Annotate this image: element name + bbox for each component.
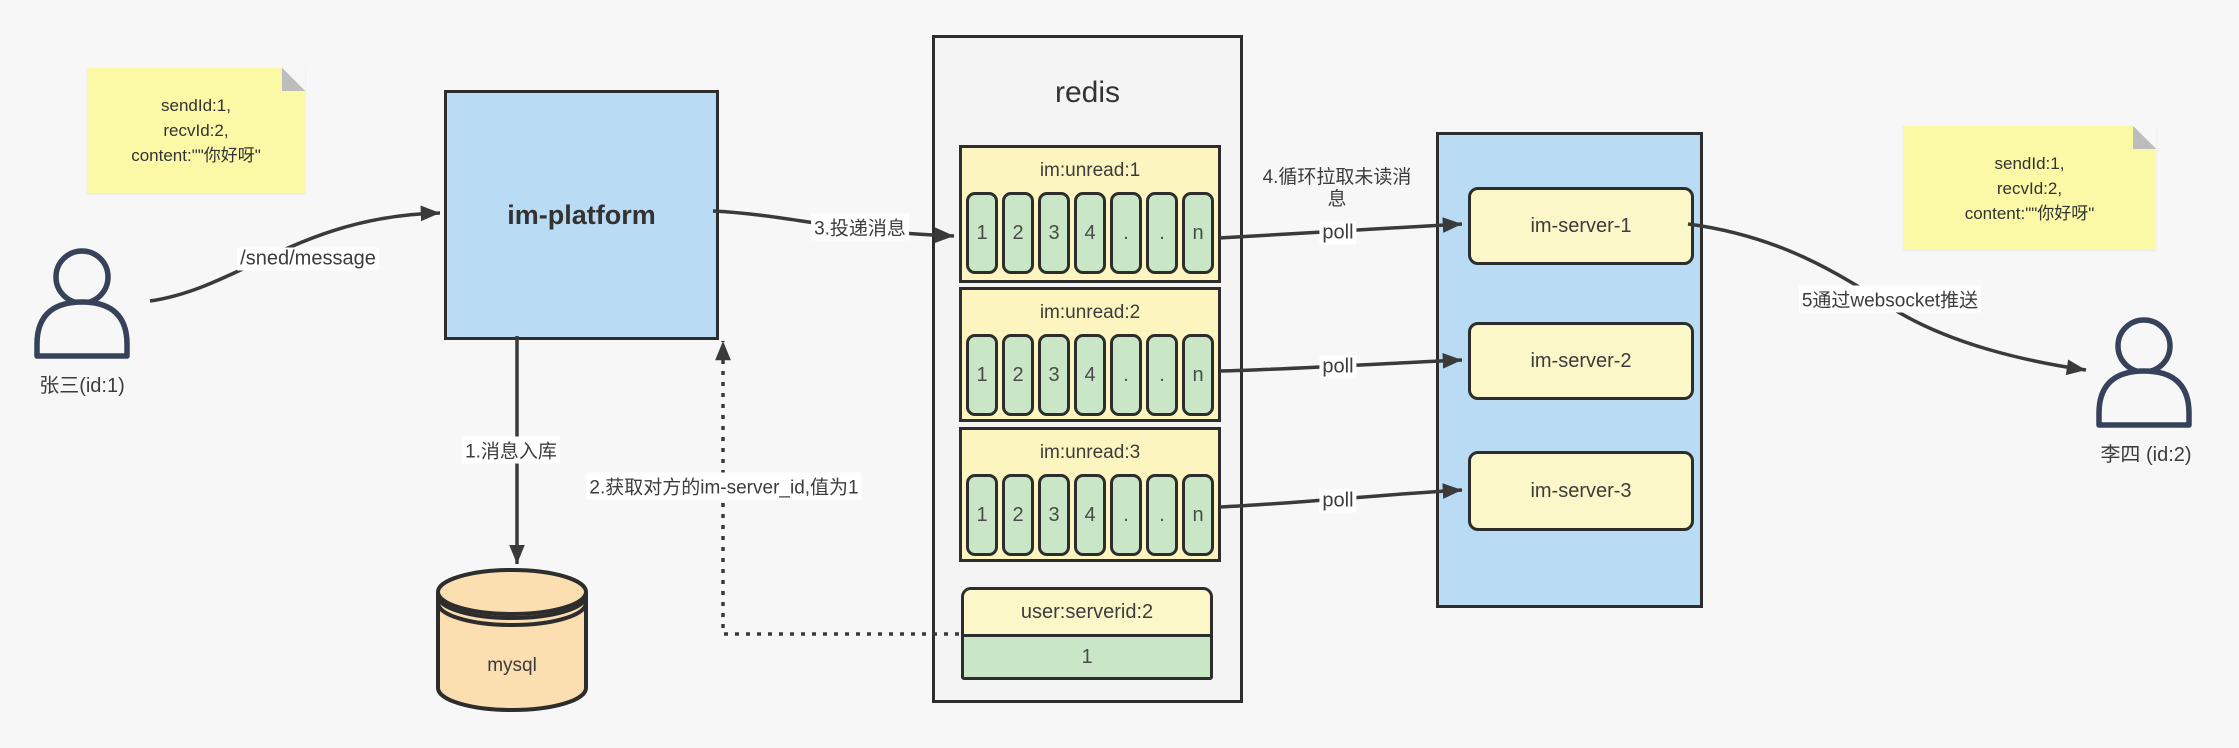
receiver-label: 李四 (id:2) [2100,444,2192,466]
note-line: recvId:2, [1996,178,2063,198]
queue-title: im:unread:1 [1039,160,1141,181]
step4-label: 4.循环拉取未读消息 [1262,167,1412,210]
step2-label: 2.获取对方的im-server_id,值为1 [586,472,862,500]
send-api-label: /sned/message [237,247,379,271]
mysql-label: mysql [487,655,537,676]
sticky-note-right: sendId:1, recvId:2, content:""你好呀" [1903,126,2156,250]
queue-cell: . [1146,474,1178,556]
kv-user-serverid: user:serverid:2 1 [961,587,1213,680]
user-icon [34,248,130,359]
queue-cell: 2 [1002,192,1034,274]
queue-cell: . [1110,474,1142,556]
im-server-1-box: im-server-1 [1468,187,1694,265]
sender-label: 张三(id:1) [39,375,125,397]
queue-cells: 1 2 3 4 . . n [966,474,1214,556]
note-line: sendId:1, [161,96,231,115]
kv-title: user:serverid:2 [964,590,1210,637]
queue-cell: 2 [1002,474,1034,556]
queue-cell: 4 [1074,192,1106,274]
queue-cell: 1 [966,474,998,556]
queue-cell: n [1182,192,1214,274]
queue-cell: . [1146,334,1178,416]
step3-label: 3.投递消息 [811,213,909,241]
step5-label: 5通过websocket推送 [1798,285,1982,313]
queue-cell: 3 [1038,334,1070,416]
poll-label-2: poll [1319,355,1357,379]
note-line: content:""你好呀" [1964,203,2095,223]
queue-cell: 4 [1074,474,1106,556]
poll-label-3: poll [1319,489,1357,513]
redis-title: redis [1054,76,1121,109]
im-platform-box: im-platform [444,90,719,340]
queue-cell: . [1110,192,1142,274]
queue-cell: 2 [1002,334,1034,416]
note-line: sendId:1, [1994,153,2065,173]
queue-im-unread-1: im:unread:1 1 2 3 4 . . n [959,145,1221,283]
queue-cell: . [1110,334,1142,416]
queue-cells: 1 2 3 4 . . n [966,334,1214,416]
queue-title: im:unread:2 [1039,302,1141,323]
note-line: content:""你好呀" [131,146,261,165]
im-platform-label: im-platform [507,199,656,230]
kv-value: 1 [964,637,1210,677]
queue-title: im:unread:3 [1039,442,1141,463]
im-server-2-box: im-server-2 [1468,322,1694,400]
im-server-3-box: im-server-3 [1468,451,1694,531]
queue-cell: 3 [1038,192,1070,274]
queue-cell: . [1146,192,1178,274]
poll-label-1: poll [1319,221,1357,245]
queue-im-unread-3: im:unread:3 1 2 3 4 . . n [959,427,1221,562]
queue-cell: 4 [1074,334,1106,416]
queue-cell: 1 [966,334,998,416]
queue-cell: 3 [1038,474,1070,556]
mysql-cylinder [436,568,588,712]
queue-cell: 1 [966,192,998,274]
note-line: recvId:2, [163,121,229,140]
queue-cell: n [1182,334,1214,416]
sticky-note-left: sendId:1, recvId:2, content:""你好呀" [87,68,305,193]
note-fold-corner [282,68,305,91]
user-icon [2096,317,2192,428]
queue-cells: 1 2 3 4 . . n [966,192,1214,274]
queue-cell: n [1182,474,1214,556]
note-fold-corner [2133,126,2156,149]
queue-im-unread-2: im:unread:2 1 2 3 4 . . n [959,287,1221,422]
step1-label: 1.消息入库 [462,436,560,464]
